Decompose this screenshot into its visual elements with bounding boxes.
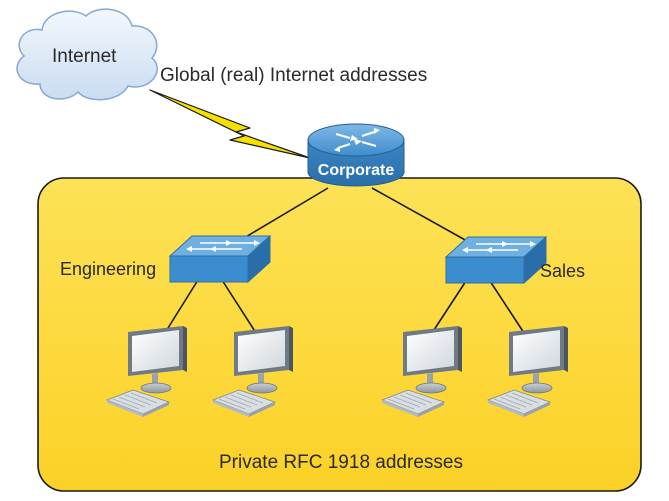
link-eng-switch-pc1	[162, 279, 199, 337]
sales-label: Sales	[540, 261, 585, 281]
internet-label: Internet	[52, 46, 117, 67]
network-links	[162, 187, 527, 337]
internet-cloud-icon	[16, 8, 158, 101]
link-sales-switch-pc4	[489, 280, 527, 337]
router-label: Corporate	[318, 162, 395, 179]
engineering-label: Engineering	[60, 259, 156, 279]
wan-link-icon	[149, 89, 311, 159]
global-addresses-label: Global (real) Internet addresses	[160, 65, 427, 86]
private-addresses-label: Private RFC 1918 addresses	[219, 452, 463, 473]
engineering-switch-icon	[169, 235, 271, 283]
link-sales-switch-pc3	[429, 280, 467, 337]
link-router-sales-switch	[371, 187, 477, 247]
corporate-router-icon	[307, 123, 405, 187]
sales-switch-icon	[445, 236, 547, 284]
link-router-engineering-switch	[233, 187, 329, 245]
link-eng-switch-pc2	[221, 279, 259, 337]
